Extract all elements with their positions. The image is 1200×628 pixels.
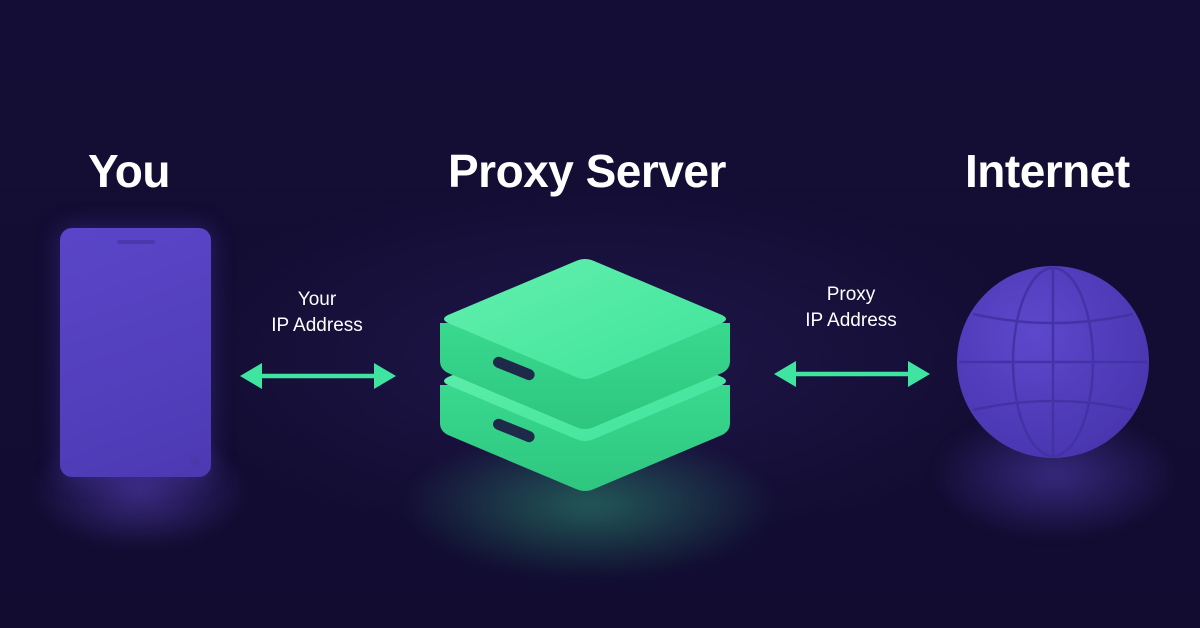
double-arrow-icon [240, 363, 396, 389]
smartphone-icon [60, 228, 211, 477]
your-ip-label-line1: Your [297, 289, 337, 310]
proxy-ip-label-line2: IP Address [805, 310, 897, 331]
phone-home-button [190, 456, 200, 466]
proxy-ip-label-line1: Proxy [826, 284, 876, 305]
your-ip-label-line2: IP Address [271, 315, 363, 336]
phone-speaker [117, 240, 155, 244]
proxy-server-title: Proxy Server [448, 145, 726, 197]
internet-title: Internet [965, 145, 1130, 197]
server-stack-icon [440, 259, 730, 491]
you-title: You [88, 145, 170, 197]
your-ip-label: Your IP Address [227, 287, 407, 339]
double-arrow-icon [774, 361, 930, 387]
globe-icon [957, 266, 1149, 458]
proxy-ip-label: Proxy IP Address [761, 282, 941, 334]
server-unit-upper [440, 259, 730, 429]
